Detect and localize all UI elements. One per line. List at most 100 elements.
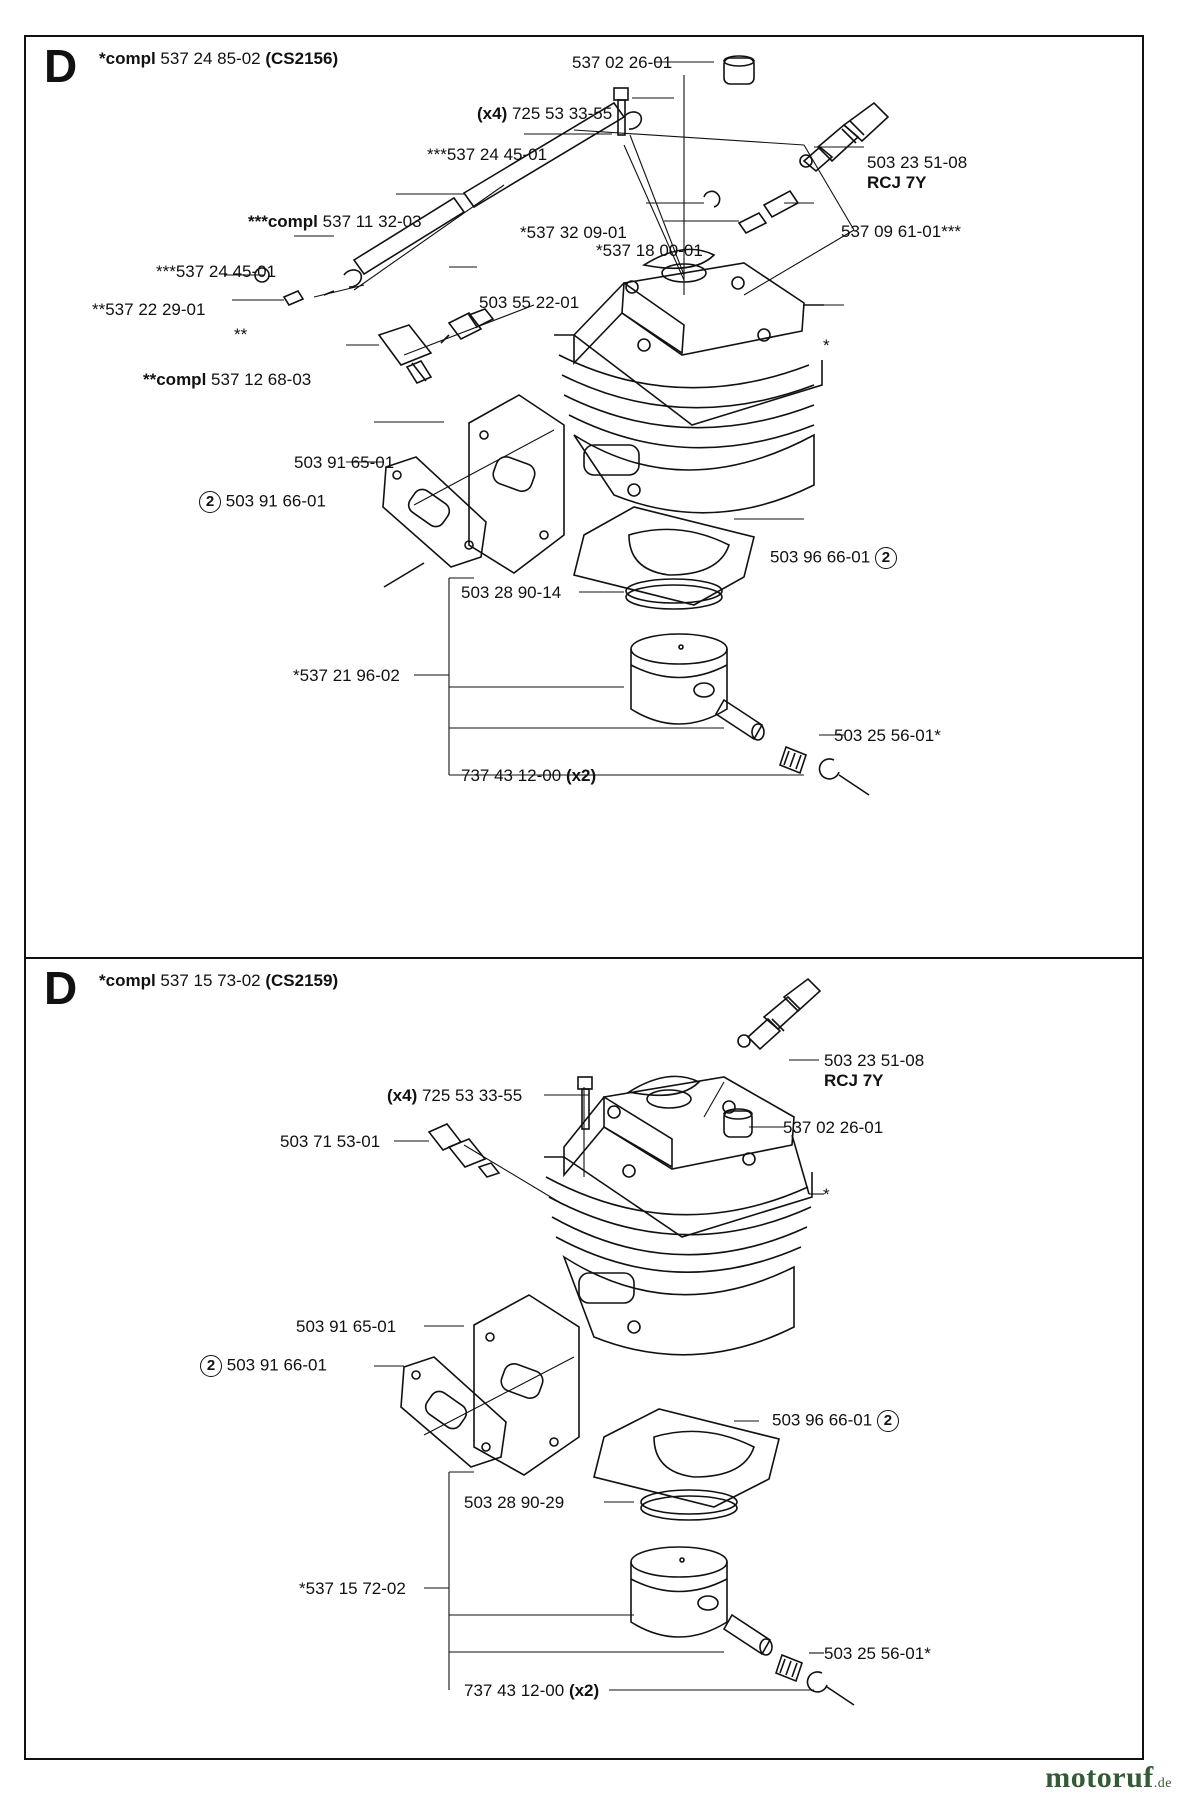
bottom-panel: D *compl 537 15 73-02 (CS2159) 503 23 51… bbox=[24, 957, 1144, 1760]
section-letter: D bbox=[44, 40, 78, 92]
ref-circle: 2 bbox=[199, 491, 221, 513]
screw-qty: (x4) bbox=[387, 1086, 418, 1105]
heading-prefix: *compl bbox=[99, 49, 156, 68]
label-clip-a: ***537 24 45-01 bbox=[427, 145, 548, 164]
label-circlip: 737 43 12-00 (x2) bbox=[461, 767, 596, 784]
label-cap-small: **537 22 29-01 bbox=[92, 300, 206, 319]
ref-circle: 2 bbox=[876, 1410, 899, 1432]
bottom-piston bbox=[630, 1546, 728, 1638]
bottom-exhaust-plate bbox=[473, 1294, 580, 1476]
top-decomp-cap bbox=[723, 55, 755, 85]
bottom-needle-bearing bbox=[775, 1653, 803, 1683]
label-clip-b: ***537 24 45-01 bbox=[156, 262, 277, 281]
circlip-number: 737 43 12-00 bbox=[461, 766, 562, 785]
top-circlip bbox=[818, 758, 870, 796]
exhaust-gasket-number: 503 91 66-01 bbox=[226, 1355, 327, 1375]
bottom-piston-pin bbox=[722, 1613, 773, 1656]
ref-circle: 2 bbox=[200, 1355, 222, 1377]
label-needle-bearing: 503 25 56-01* bbox=[824, 1644, 931, 1663]
label-base-gasket: 503 96 66-01 2 bbox=[772, 1410, 899, 1432]
assembly-heading: *compl 537 15 73-02 (CS2159) bbox=[99, 971, 338, 991]
base-gasket-number: 503 96 66-01 bbox=[770, 547, 871, 567]
watermark-brand: motoruf bbox=[1045, 1761, 1154, 1794]
top-spark-plug bbox=[799, 101, 890, 173]
bottom-exploded-drawing bbox=[374, 977, 855, 1706]
bottom-spark-plug bbox=[737, 977, 822, 1051]
hose-compl-prefix: ***compl bbox=[248, 212, 318, 231]
top-screw bbox=[613, 87, 629, 136]
watermark-logo: motoruf.de bbox=[1045, 1761, 1172, 1795]
bottom-decomp-cap bbox=[723, 1108, 753, 1138]
label-spark-plug-type: RCJ 7Y bbox=[867, 174, 927, 191]
label-fitting: **compl 537 12 68-03 bbox=[143, 371, 311, 388]
label-needle-bearing: 503 25 56-01* bbox=[834, 726, 941, 745]
label-circlip: 737 43 12-00 (x2) bbox=[464, 1682, 599, 1699]
top-hose bbox=[343, 101, 643, 288]
bottom-leader-lines bbox=[374, 1059, 824, 1691]
label-decomp-cap: 537 02 26-01 bbox=[572, 53, 673, 72]
heading-number: 537 15 73-02 bbox=[160, 971, 261, 990]
bottom-valve bbox=[427, 1123, 501, 1178]
label-spark-plug-type: RCJ 7Y bbox=[824, 1072, 884, 1089]
screw-number: 725 53 33-55 bbox=[421, 1086, 523, 1105]
bottom-screw bbox=[577, 1076, 593, 1130]
bottom-exhaust-gasket bbox=[400, 1356, 507, 1468]
hose-compl-number: 537 11 32-03 bbox=[322, 212, 422, 231]
label-piston: *537 21 96-02 bbox=[293, 666, 400, 685]
bottom-circlip bbox=[806, 1671, 855, 1706]
label-nipple: 537 09 61-01*** bbox=[841, 222, 962, 241]
heading-model: (CS2159) bbox=[265, 971, 339, 990]
label-exhaust-plate: 503 91 65-01 bbox=[296, 1317, 397, 1336]
top-fitting bbox=[377, 324, 433, 385]
circlip-qty: (x2) bbox=[565, 766, 597, 785]
fitting-number: 537 12 68-03 bbox=[211, 370, 312, 389]
assembly-heading: *compl 537 24 85-02 (CS2156) bbox=[99, 49, 338, 69]
circlip-qty: (x2) bbox=[568, 1681, 600, 1700]
label-piston-ring: 503 28 90-14 bbox=[461, 583, 562, 602]
top-panel: D *compl 537 24 85-02 (CS2156) 537 02 26… bbox=[24, 35, 1144, 957]
top-base-gasket bbox=[573, 506, 755, 606]
top-piston-ring bbox=[625, 578, 723, 610]
label-spark-plug: 503 23 51-08 bbox=[824, 1051, 925, 1070]
exhaust-gasket-number: 503 91 66-01 bbox=[225, 491, 326, 511]
screw-number: 725 53 33-55 bbox=[511, 104, 613, 123]
spark-plug-type: RCJ 7Y bbox=[867, 173, 927, 192]
section-letter: D bbox=[44, 962, 78, 1014]
top-piston bbox=[630, 633, 728, 725]
top-valve bbox=[440, 308, 495, 344]
label-exhaust-plate: 503 91 65-01 bbox=[294, 453, 395, 472]
top-exploded-drawing bbox=[224, 55, 890, 796]
label-part-18: *537 18 00-01 bbox=[596, 241, 703, 260]
spark-plug-type: RCJ 7Y bbox=[824, 1071, 884, 1090]
label-double-star: ** bbox=[234, 325, 248, 344]
bottom-piston-ring bbox=[640, 1489, 738, 1521]
heading-model: (CS2156) bbox=[265, 49, 339, 68]
top-exhaust-plate bbox=[468, 394, 565, 574]
watermark-tld: .de bbox=[1153, 1776, 1172, 1791]
panel-divider bbox=[24, 957, 1144, 959]
label-cylinder: * bbox=[823, 336, 830, 355]
screw-qty: (x4) bbox=[477, 104, 508, 123]
heading-number: 537 24 85-02 bbox=[160, 49, 261, 68]
label-part-32: *537 32 09-01 bbox=[520, 223, 627, 242]
label-exhaust-gasket: 2 503 91 66-01 bbox=[199, 491, 326, 513]
label-base-gasket: 503 96 66-01 2 bbox=[770, 547, 897, 569]
label-exhaust-gasket: 2 503 91 66-01 bbox=[200, 1355, 327, 1377]
label-cylinder: * bbox=[823, 1185, 830, 1204]
top-needle-bearing bbox=[779, 745, 807, 775]
heading-prefix: *compl bbox=[99, 971, 156, 990]
top-cylinder bbox=[554, 248, 824, 514]
label-piston: *537 15 72-02 bbox=[299, 1579, 406, 1598]
label-piston-ring: 503 28 90-29 bbox=[464, 1493, 565, 1512]
bottom-base-gasket bbox=[593, 1408, 780, 1508]
circlip-number: 737 43 12-00 bbox=[464, 1681, 565, 1700]
label-decomp-cap: 537 02 26-01 bbox=[783, 1118, 884, 1137]
diagram-frame bbox=[24, 35, 1144, 1760]
label-hose-compl: ***compl 537 11 32-03 bbox=[248, 213, 422, 230]
bottom-cylinder bbox=[544, 1075, 813, 1356]
label-spark-plug: 503 23 51-08 bbox=[867, 153, 968, 172]
label-valve: 503 71 53-01 bbox=[280, 1132, 381, 1151]
label-screw: (x4) 725 53 33-55 bbox=[387, 1087, 522, 1104]
base-gasket-number: 503 96 66-01 bbox=[772, 1410, 873, 1430]
label-screw: (x4) 725 53 33-55 bbox=[477, 105, 612, 122]
